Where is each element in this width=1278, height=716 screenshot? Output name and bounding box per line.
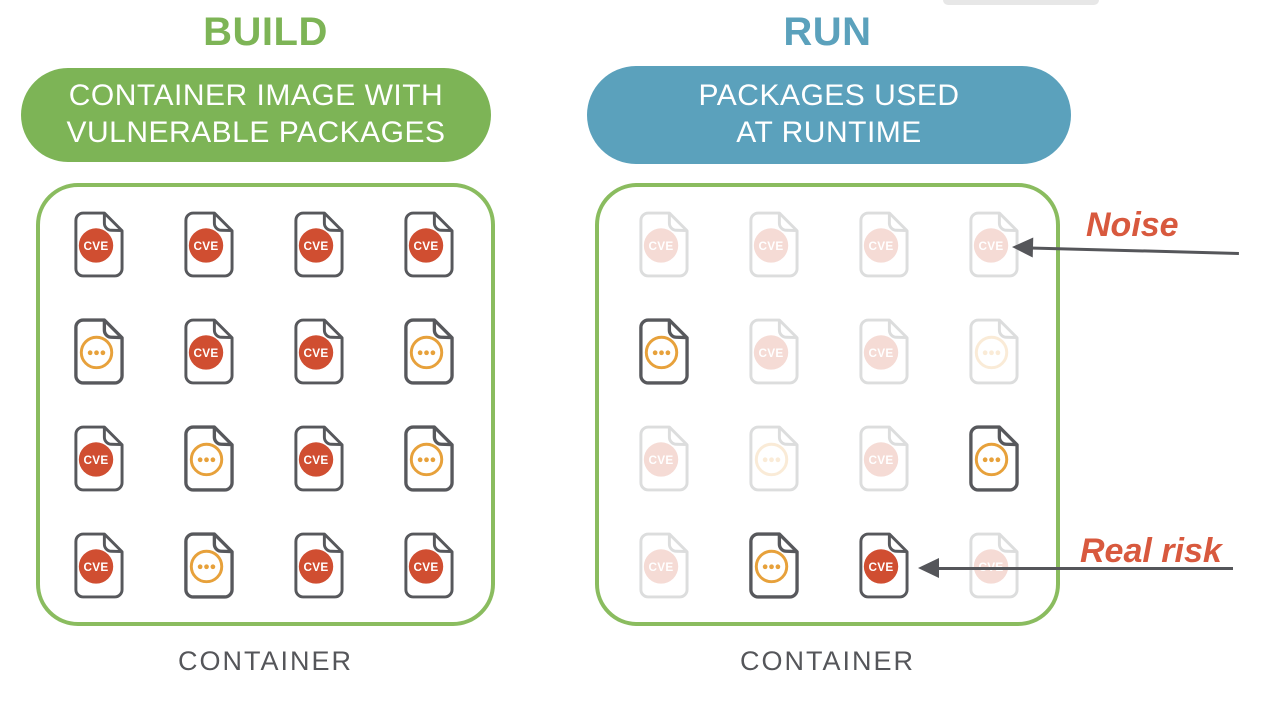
file-icon-cve: CVE	[400, 531, 455, 600]
file-icon-cve: CVE	[855, 531, 910, 600]
run-title: RUN	[783, 10, 872, 54]
file-icon-pkg	[180, 531, 235, 600]
build-container-label: CONTAINER	[177, 646, 353, 676]
file-icon-cve-faded: CVE	[635, 424, 690, 493]
file-icon-cve: CVE	[290, 317, 345, 386]
svg-text:CVE: CVE	[648, 561, 673, 574]
arrowhead-left-icon	[918, 558, 939, 578]
file-icon-pkg	[745, 531, 800, 600]
build-badge: CONTAINER IMAGE WITH VULNERABLE PACKAGES	[21, 68, 491, 162]
build-badge-line-2: VULNERABLE PACKAGES	[66, 116, 446, 149]
file-icon-pkg-faded	[745, 424, 800, 493]
file-icon-cve: CVE	[290, 531, 345, 600]
file-icon-cve-faded: CVE	[745, 210, 800, 279]
file-icon-cve: CVE	[400, 210, 455, 279]
svg-text:CVE: CVE	[978, 240, 1003, 253]
file-icon-pkg	[965, 424, 1020, 493]
arrow-shaft	[1029, 245, 1239, 255]
file-icon-cve-faded: CVE	[635, 210, 690, 279]
build-badge-line-1: CONTAINER IMAGE WITH	[68, 79, 444, 113]
file-icon-cve-faded: CVE	[635, 531, 690, 600]
svg-text:CVE: CVE	[303, 240, 328, 253]
file-icon-cve-faded: CVE	[855, 317, 910, 386]
run-badge-line-2: AT RUNTIME	[736, 116, 922, 149]
file-icon-cve: CVE	[70, 424, 125, 493]
svg-text:CVE: CVE	[868, 454, 893, 467]
svg-text:CVE: CVE	[193, 240, 218, 253]
run-badge: PACKAGES USED AT RUNTIME	[587, 66, 1071, 164]
svg-text:CVE: CVE	[648, 240, 673, 253]
svg-text:CVE: CVE	[758, 347, 783, 360]
noise-annotation-label: Noise	[1086, 206, 1179, 244]
svg-text:CVE: CVE	[303, 454, 328, 467]
file-icon-cve: CVE	[290, 424, 345, 493]
file-icon-pkg-faded	[965, 317, 1020, 386]
run-badge-line-1: PACKAGES USED	[698, 79, 960, 113]
file-icon-pkg	[70, 317, 125, 386]
svg-text:CVE: CVE	[303, 561, 328, 574]
run-container-box: CVE CVE CVE CVE CVE CVE CVE CVE CVE CVE CVE	[595, 183, 1060, 626]
svg-text:CVE: CVE	[413, 240, 438, 253]
file-icon-pkg	[635, 317, 690, 386]
file-icon-cve-faded: CVE	[965, 531, 1020, 600]
build-container-box: CVE CVE CVE CVE CVE CVE CVE CVE CVE CVE CVE	[36, 183, 495, 626]
real-risk-arrow	[918, 558, 1233, 578]
file-icon-pkg	[180, 424, 235, 493]
svg-text:CVE: CVE	[868, 347, 893, 360]
svg-text:CVE: CVE	[648, 454, 673, 467]
file-icon-cve: CVE	[180, 210, 235, 279]
file-icon-cve: CVE	[290, 210, 345, 279]
file-icon-pkg	[400, 424, 455, 493]
real-risk-annotation-label: Real risk	[1080, 532, 1222, 570]
svg-text:CVE: CVE	[83, 240, 108, 253]
build-title: BUILD	[203, 10, 328, 54]
svg-text:CVE: CVE	[868, 240, 893, 253]
file-icon-cve-faded: CVE	[855, 424, 910, 493]
run-container-label: CONTAINER	[739, 646, 915, 676]
svg-text:CVE: CVE	[193, 347, 218, 360]
file-icon-cve-faded: CVE	[965, 210, 1020, 279]
svg-text:CVE: CVE	[758, 240, 783, 253]
svg-text:CVE: CVE	[83, 454, 108, 467]
file-icon-pkg	[400, 317, 455, 386]
svg-text:CVE: CVE	[83, 561, 108, 574]
file-icon-cve: CVE	[70, 531, 125, 600]
svg-text:CVE: CVE	[303, 347, 328, 360]
file-icon-cve: CVE	[180, 317, 235, 386]
file-icon-cve-faded: CVE	[855, 210, 910, 279]
svg-text:CVE: CVE	[868, 561, 893, 574]
file-icon-cve: CVE	[70, 210, 125, 279]
file-icon-cve-faded: CVE	[745, 317, 800, 386]
svg-text:CVE: CVE	[413, 561, 438, 574]
top-edge-artifact	[943, 0, 1099, 5]
arrow-shaft	[936, 566, 1233, 570]
